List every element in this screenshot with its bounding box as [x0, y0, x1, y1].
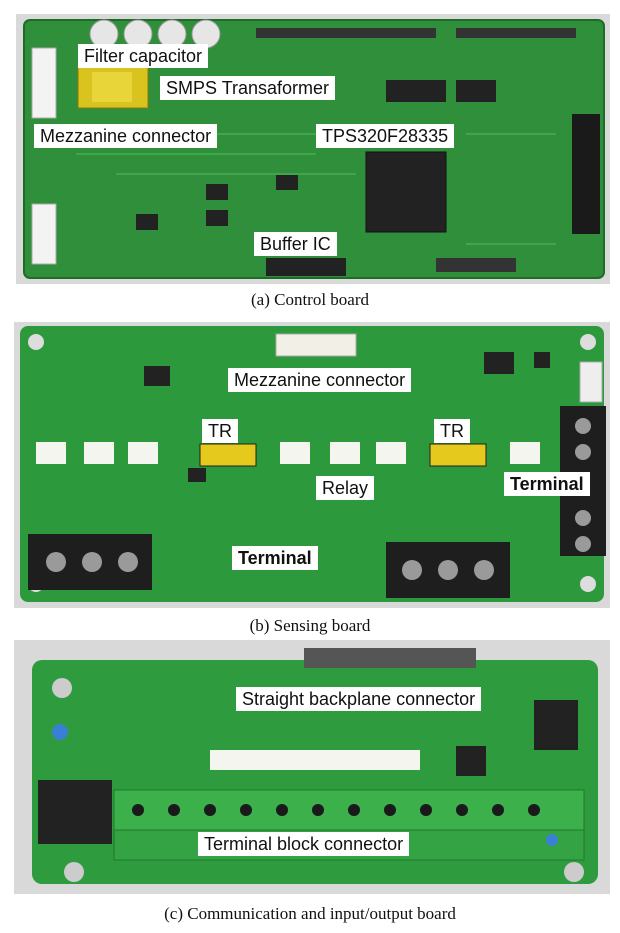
caption-communication-board: (c) Communication and input/output board	[164, 904, 456, 923]
label-terminal-right: Terminal	[504, 472, 590, 496]
control-board-photo: Filter capacitor SMPS Transaformer Mezza…	[16, 14, 610, 284]
label-terminal-block-connector: Terminal block connector	[198, 832, 410, 856]
control-board-illustration	[16, 14, 610, 284]
label-terminal-center: Terminal	[232, 546, 318, 570]
label-relay: Relay	[316, 476, 375, 500]
label-mezzanine-connector-sensing: Mezzanine connector	[228, 368, 412, 392]
label-filter-capacitor: Filter capacitor	[78, 44, 209, 68]
label-smps-transformer: SMPS Transaformer	[160, 76, 336, 100]
communication-board-photo: Straight backplane connector Terminal bl…	[14, 640, 610, 894]
label-dsp-chip: TPS320F28335	[316, 124, 455, 148]
communication-board-illustration	[14, 640, 610, 894]
sensing-board-photo: Mezzanine connector TR TR Relay Terminal…	[14, 322, 610, 608]
label-tr-right: TR	[434, 419, 470, 443]
caption-sensing-board: (b) Sensing board	[249, 616, 371, 635]
label-buffer-ic: Buffer IC	[254, 232, 337, 256]
label-mezzanine-connector: Mezzanine connector	[34, 124, 218, 148]
caption-control-board: (a) Control board	[250, 290, 370, 309]
label-straight-backplane-connector: Straight backplane connector	[236, 687, 482, 711]
label-tr-left: TR	[202, 419, 238, 443]
